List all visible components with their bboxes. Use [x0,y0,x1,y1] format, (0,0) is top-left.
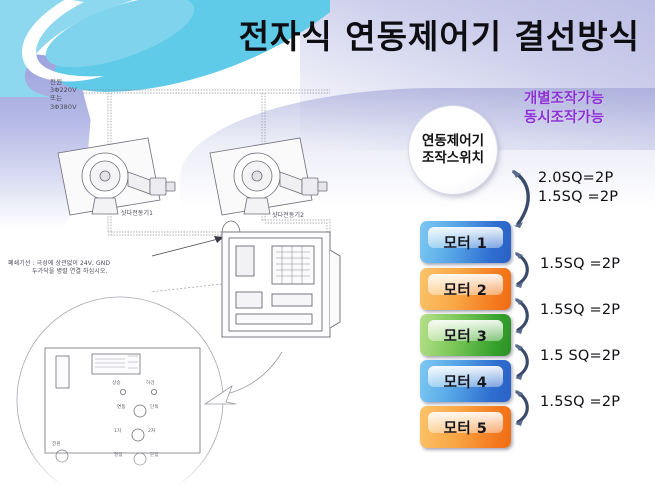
operation-note-simultaneous: 동시조작가능 [524,110,605,126]
page-title: 전자식 연동제어기 결선방식 [238,17,640,56]
motor-box-3[interactable]: 모터 3 [420,314,511,356]
motor-box-2[interactable]: 모터 2 [420,268,511,310]
motor-label-2: 모터 2 [443,282,488,299]
motor-label-1: 모터 1 [443,235,488,252]
inset-up-label: 상승 [112,381,121,386]
motor-box-highlight [428,320,503,341]
motor-wire-label-4: 1.5SQ =2P [540,394,621,410]
wiring-diagram-svg [16,89,341,489]
motor-label-4: 모터 4 [443,374,488,391]
motor-brace-3-icon [515,344,529,380]
motor-label-3: 모터 3 [443,328,488,345]
shutter-motor-1-label: 샷다전동기1 [121,210,154,217]
wiring-diagram: 전원 3Φ220V 또는 3Φ380V 샷다전동기1 샷다전동기2 폐쇄기선 :… [0,60,400,489]
motor-box-highlight [428,366,503,387]
inset-power-label: 전원 [52,442,61,447]
motor-brace-2-icon [515,298,529,334]
control-switch-line1: 연동제어기 [421,133,485,149]
background-bottom-fade [0,449,655,489]
operation-note-individual: 개별조작가능 [524,91,605,107]
inset-single-label: 단독 [150,405,159,410]
motor-wire-label-1: 1.5SQ =2P [540,256,621,272]
motor-wire-label-3: 1.5 SQ=2P [540,348,621,364]
inset-stage2-label: 2차 [148,429,156,434]
swoosh-decoration [0,0,330,97]
motor-box-5[interactable]: 모터 5 [420,406,511,448]
closing-line-note-1: 폐쇄기선 : 극성에 상관없이 24V, GND [8,260,111,267]
inset-link-label: 연동 [117,405,126,410]
motor-label-5: 모터 5 [443,420,488,437]
motor-brace-1-icon [515,252,529,288]
motor-wire-label-2: 1.5SQ =2P [540,302,621,318]
motor-box-1[interactable]: 모터 1 [420,221,511,263]
motor-box-highlight [428,227,503,248]
power-source-label: 전원 3Φ220V 또는 3Φ380V [50,78,77,111]
inset-down-label: 하강 [146,381,155,386]
trunk-wire-line1: 2.0SQ=2P [538,170,614,186]
trunk-wire-line2: 1.5SQ =2P [538,189,619,205]
motor-box-highlight [428,274,503,295]
trunk-brace-icon [512,170,530,228]
control-switch-node[interactable]: 연동제어기 조작스위치 [409,106,497,194]
shutter-motor-2-label: 샷다전동기2 [272,212,305,219]
control-switch-line2: 조작스위치 [421,150,485,166]
operation-notes: 개별조작가능 동시조작가능 [524,90,654,128]
motor-box-4[interactable]: 모터 4 [420,360,511,402]
motor-box-highlight [428,412,503,433]
motor-brace-4-icon [515,390,529,426]
closing-line-note-2: 두가닥을 병렬 연결 하십시오. [32,268,108,275]
inset-stage1-label: 1차 [114,429,122,434]
